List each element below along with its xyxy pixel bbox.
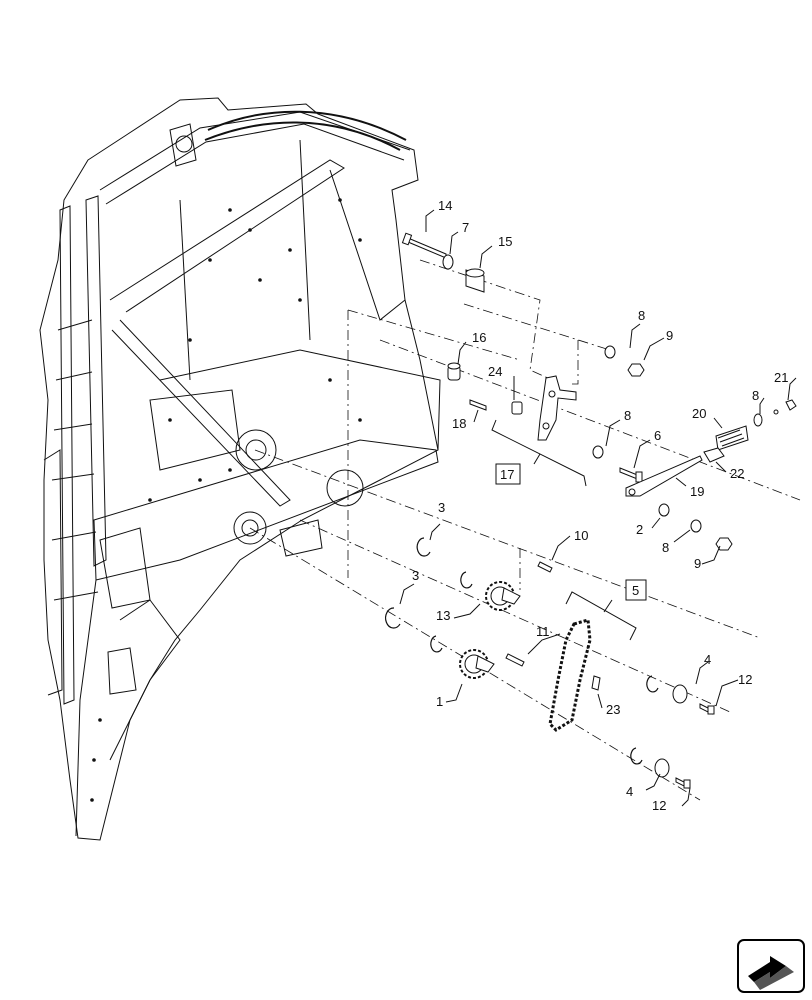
callout-1: 1	[436, 694, 443, 709]
part-bolt-14	[401, 232, 447, 259]
callout-9-b: 9	[694, 556, 701, 571]
part-spacer-24	[511, 401, 523, 415]
part-key-11	[505, 653, 525, 667]
part-bolt-18	[469, 399, 487, 411]
callout-4-a: 4	[704, 652, 711, 667]
callout-17: 17	[500, 467, 514, 482]
callout-24: 24	[488, 364, 502, 379]
callout-box-5	[625, 579, 647, 601]
callout-16: 16	[472, 330, 486, 345]
callout-3-a: 3	[438, 500, 445, 515]
callout-19: 19	[690, 484, 704, 499]
part-washer-7	[442, 254, 454, 270]
baler-side-frame	[39, 97, 441, 841]
part-nut-9-b	[715, 537, 733, 551]
part-washer-8-c	[753, 413, 763, 427]
callout-8-c: 8	[752, 388, 759, 403]
part-washer-8-d	[690, 519, 702, 533]
callout-22: 22	[730, 466, 744, 481]
leader-lines	[399, 209, 797, 807]
callout-10: 10	[574, 528, 588, 543]
part-bolt-12-b	[675, 777, 691, 789]
callout-18: 18	[452, 416, 466, 431]
parts	[385, 232, 797, 789]
part-washer-4-a	[672, 684, 688, 704]
part-link-rod-19	[625, 455, 703, 497]
part-bracket-17	[537, 375, 577, 441]
part-roller-chain-5	[548, 618, 592, 732]
part-key-10	[537, 561, 553, 573]
part-sprocket-13	[485, 581, 521, 611]
part-washer-8-b	[592, 445, 604, 459]
callout-23: 23	[606, 702, 620, 717]
callout-4-b: 4	[626, 784, 633, 799]
part-washer-4-b	[654, 758, 670, 778]
callout-12-a: 12	[738, 672, 752, 687]
part-washer-8-a	[604, 345, 616, 359]
callout-2: 2	[636, 522, 643, 537]
callout-8-a: 8	[638, 308, 645, 323]
callout-21: 21	[774, 370, 788, 385]
callout-8-d: 8	[662, 540, 669, 555]
part-spacer-15	[465, 268, 485, 293]
next-page-arrow-icon[interactable]	[737, 939, 805, 993]
part-sprocket-1	[459, 649, 495, 679]
callout-13: 13	[436, 608, 450, 623]
callout-8-b: 8	[624, 408, 631, 423]
part-bracket-22	[703, 447, 725, 463]
part-bushing-16	[447, 362, 461, 381]
callout-7: 7	[462, 220, 469, 235]
callout-box-17	[495, 463, 521, 485]
part-spring-20	[715, 425, 749, 451]
part-snap-ring-3-a	[416, 537, 431, 557]
callout-6: 6	[654, 428, 661, 443]
callout-9-a: 9	[666, 328, 673, 343]
part-nut-21	[785, 399, 797, 411]
callout-3-b: 3	[412, 568, 419, 583]
part-nut-9-a	[627, 363, 645, 377]
part-connector-link-23	[591, 675, 601, 691]
callout-14: 14	[438, 198, 452, 213]
callout-labels: 14 7 15 16 24 18 8 9 8 6 21 8 20 22 19 2…	[412, 198, 788, 813]
part-bolt-12-a	[699, 703, 715, 715]
callout-5: 5	[632, 583, 639, 598]
callout-11: 11	[536, 624, 550, 639]
callout-20: 20	[692, 406, 706, 421]
part-snap-ring-3-b	[385, 607, 401, 629]
callout-15: 15	[498, 234, 512, 249]
part-washer-2	[658, 503, 670, 517]
part-bolt-6	[619, 467, 643, 483]
callout-12-b: 12	[652, 798, 666, 813]
